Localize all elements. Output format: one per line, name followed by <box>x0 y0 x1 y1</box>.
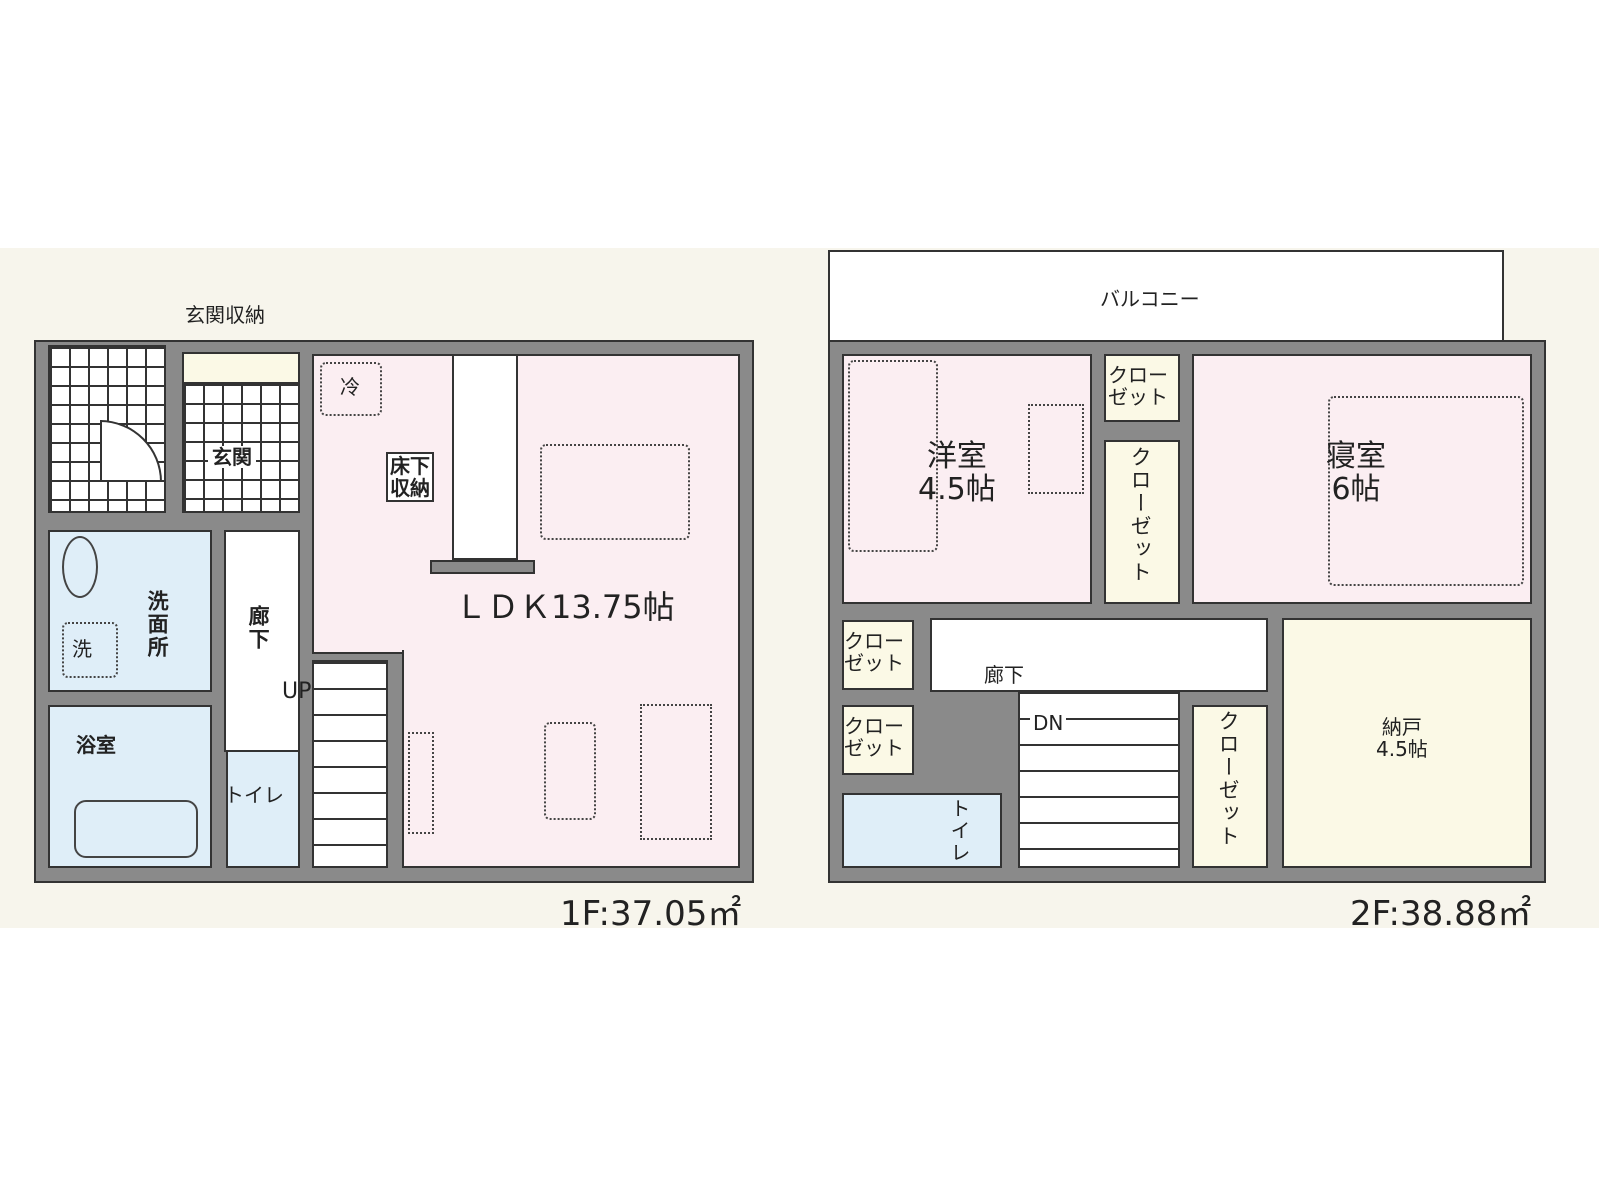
closet-4[interactable] <box>842 705 914 775</box>
down-label: DN <box>1030 712 1067 734</box>
desk-icon <box>1028 404 1084 494</box>
floor-2-stairs[interactable] <box>1018 690 1180 868</box>
washroom <box>48 530 212 692</box>
closet-5-label: クローゼット <box>1216 710 1241 848</box>
closet-1-label: クロー ゼット <box>1108 363 1168 409</box>
closet-3-label: クロー ゼット <box>844 629 904 675</box>
floor-1-area: 1F:37.05㎡ <box>560 894 742 934</box>
ldk-lower <box>402 650 740 868</box>
underfloor-storage-label: 床下 収納 <box>386 452 434 502</box>
floor-2-hallway-label: 廊下 <box>984 663 1024 687</box>
sofa-icon <box>640 704 712 840</box>
up-label: UP <box>282 679 312 704</box>
western-room <box>842 354 1092 604</box>
entrance-storage-label: 玄関収納 <box>185 303 265 327</box>
closet-2-label: クローゼット <box>1128 446 1153 584</box>
bathroom-label: 浴室 <box>76 733 116 757</box>
kitchen-counter <box>452 354 518 560</box>
washer-label: 洗 <box>72 637 92 661</box>
bed-icon <box>848 360 938 552</box>
coffee-table-icon <box>544 722 596 820</box>
floor-1-hallway-label: 廊下 <box>246 605 271 651</box>
entrance-storage <box>182 352 300 384</box>
bathtub-icon <box>74 800 198 858</box>
storeroom <box>1282 618 1532 868</box>
kitchen-counter-wall <box>430 560 535 574</box>
closet-5[interactable] <box>1192 705 1268 868</box>
bedroom-label: 寝室 6帖 <box>1326 439 1386 507</box>
floor-1-toilet-label: トイレ <box>224 783 284 807</box>
balcony-label: バルコニー <box>1100 287 1200 311</box>
balcony <box>828 250 1504 342</box>
washer-icon <box>62 622 118 678</box>
sink-icon <box>62 536 98 598</box>
floor-2-area: 2F:38.88㎡ <box>1350 894 1532 934</box>
floor-2-hallway <box>930 618 1268 692</box>
floor-2-toilet-label: トイレ <box>947 798 971 864</box>
closet-2[interactable] <box>1104 440 1180 604</box>
double-bed-icon <box>1328 396 1524 586</box>
closet-4-label: クロー ゼット <box>844 714 904 760</box>
ldk-label: ＬＤＫ13.75帖 <box>455 588 675 626</box>
floor-2-toilet <box>842 793 1002 868</box>
closet-1[interactable] <box>1104 354 1180 422</box>
entrance-label: 玄関 <box>208 446 256 468</box>
closet-3[interactable] <box>842 620 914 690</box>
floor-1-stairs[interactable] <box>312 660 388 868</box>
western-room-label: 洋室 4.5帖 <box>918 439 996 507</box>
floor-1-toilet <box>226 750 300 868</box>
tv-stand-icon <box>408 732 434 834</box>
floor-1-hallway <box>224 530 300 752</box>
dining-table-icon <box>540 444 690 540</box>
washroom-label: 洗面所 <box>145 590 170 659</box>
ldk <box>312 354 740 654</box>
fridge-label: 冷 <box>340 375 360 399</box>
fridge-icon <box>320 362 382 416</box>
porch <box>48 345 166 513</box>
bedroom <box>1192 354 1532 604</box>
storeroom-label: 納戸 4.5帖 <box>1376 715 1428 761</box>
